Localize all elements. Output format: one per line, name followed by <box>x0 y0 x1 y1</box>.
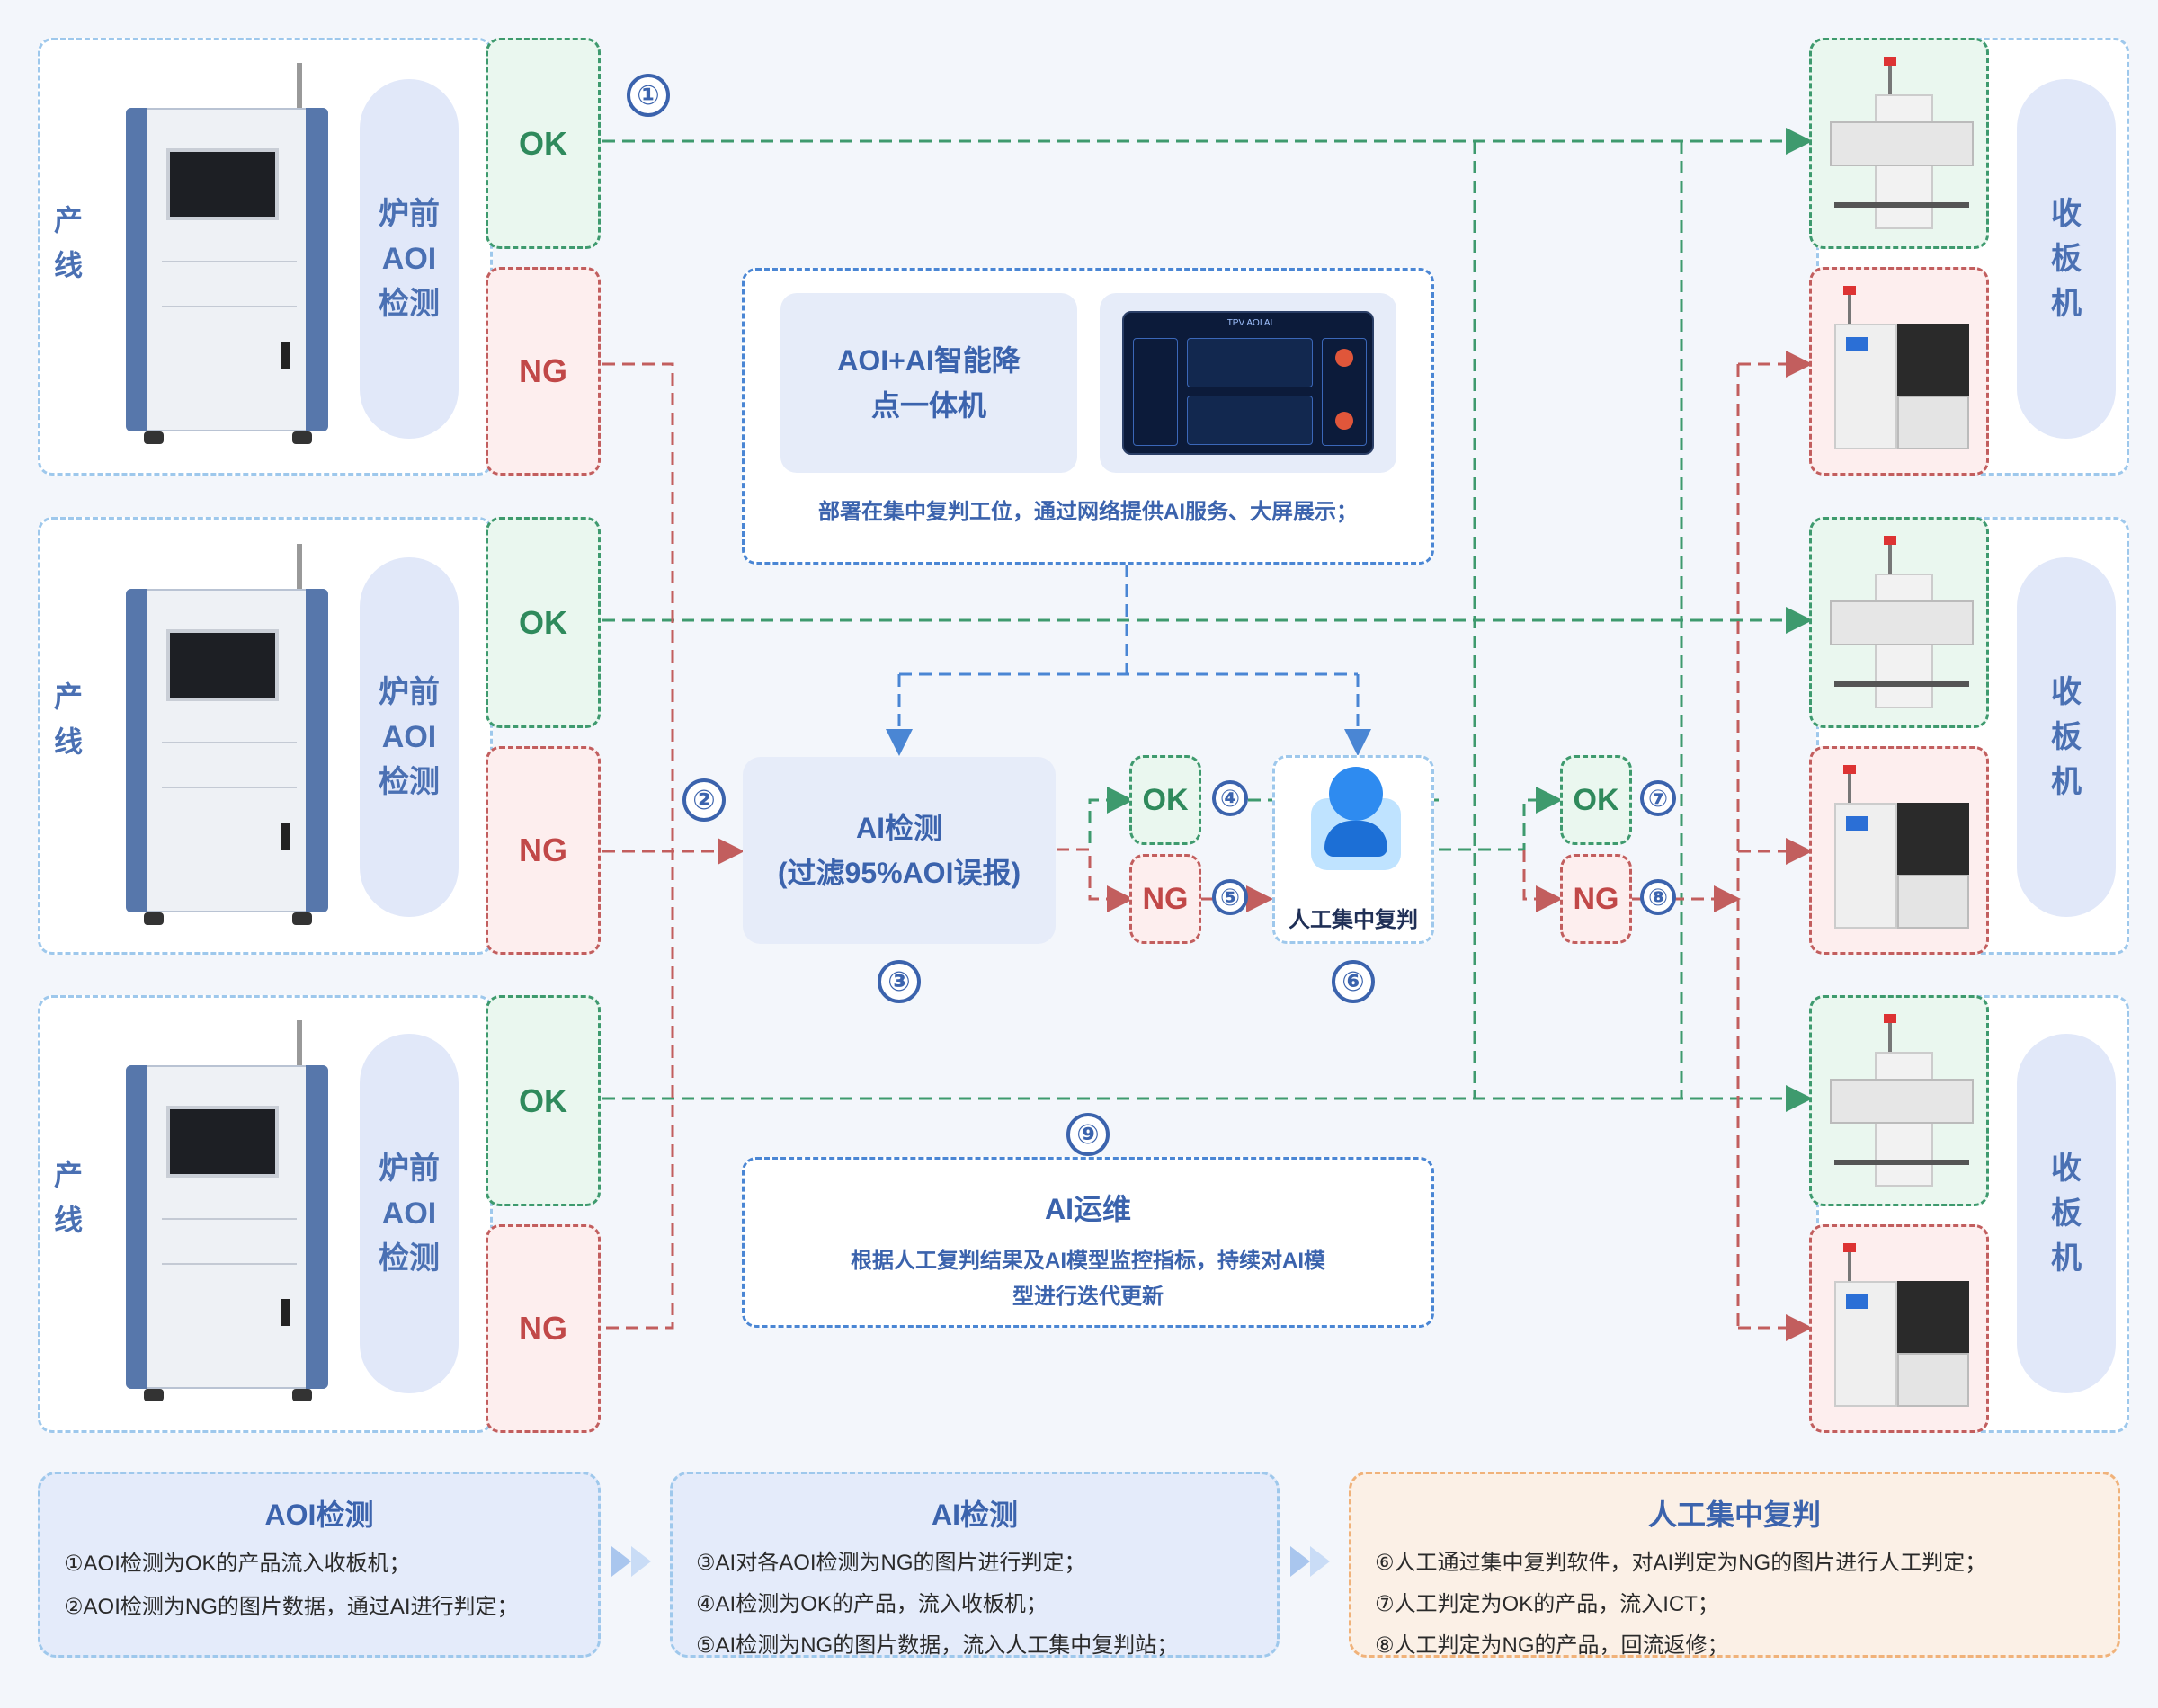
step-marker-6: ⑥ <box>1332 960 1375 1003</box>
legend-manual-review: 人工集中复判 ⑥人工通过集中复判软件，对AI判定为NG的图片进行人工判定； ⑦人… <box>1349 1472 2120 1658</box>
step-marker-3: ③ <box>878 960 921 1003</box>
collector-label: 收板机 <box>2017 79 2116 439</box>
step-marker-8: ⑧ <box>1640 879 1676 915</box>
ng-collector <box>1809 267 1989 476</box>
legend-item: ⑥人工通过集中复判软件，对AI判定为NG的图片进行人工判定； <box>1375 1551 1987 1575</box>
ok-collector <box>1809 995 1989 1206</box>
review-ng-output: NG <box>1560 854 1632 944</box>
aoi-ok-output: OK <box>486 517 601 728</box>
ai-ok-output: OK <box>1129 755 1201 845</box>
aoi-ng-output: NG <box>486 1224 601 1433</box>
ok-collector <box>1809 517 1989 728</box>
collector-label: 收板机 <box>2017 557 2116 917</box>
ai-appliance-box: AOI+AI智能降 点一体机 TPV AOI AI 部署在集中复判工位，通过网络… <box>742 268 1434 565</box>
review-ng-branch <box>1522 850 1563 912</box>
user-icon <box>1329 767 1383 821</box>
ng-collector <box>1809 746 1989 955</box>
ng-collector <box>1809 1224 1989 1433</box>
legend-item: ①AOI检测为OK的产品流入收板机； <box>64 1552 411 1576</box>
step-marker-2: ② <box>682 778 726 822</box>
aoi-ng-output: NG <box>486 267 601 476</box>
legend-arrow-icon <box>611 1539 665 1584</box>
manual-review-station: 人工集中复判 <box>1272 755 1434 944</box>
ai-ng-branch <box>1057 848 1134 912</box>
legend-arrow-icon <box>1290 1539 1344 1584</box>
aoi-machine-image <box>126 63 333 449</box>
ai-appliance-title: AOI+AI智能降 点一体机 <box>780 293 1077 473</box>
aoi-ok-output: OK <box>486 995 601 1206</box>
ng-trunk <box>602 362 674 1330</box>
aoi-ok-output: OK <box>486 38 601 249</box>
step-marker-1: ① <box>627 74 670 117</box>
line-label: 产线 <box>53 204 83 281</box>
legend-item: ④AI检测为OK的产品，流入收板机； <box>696 1592 1048 1616</box>
screen-title: TPV AOI AI <box>1226 318 1273 328</box>
ai-ok-branch <box>1057 787 1134 851</box>
step-marker-5: ⑤ <box>1212 879 1248 915</box>
legend-item: ②AOI检测为NG的图片数据，通过AI进行判定； <box>64 1595 519 1619</box>
ai-appliance-desc: 部署在集中复判工位，通过网络提供AI服务、大屏展示； <box>818 500 1358 524</box>
legend-item: ⑧人工判定为NG的产品，回流返修； <box>1375 1633 1729 1658</box>
ai-ops-desc: 型进行迭代更新 <box>1012 1285 1164 1309</box>
manual-review-label: 人工集中复判 <box>1289 908 1418 932</box>
step-marker-4: ④ <box>1212 780 1248 816</box>
legend-item: ⑦人工判定为OK的产品，流入ICT； <box>1375 1592 1719 1616</box>
aoi-station-label: 炉前AOI检测 <box>360 557 459 917</box>
review-ok-branch <box>1439 787 1563 851</box>
legend-item: ③AI对各AOI检测为NG的图片进行判定； <box>696 1551 1086 1575</box>
review-ok-output: OK <box>1560 755 1632 845</box>
aoi-ng-output: NG <box>486 746 601 955</box>
aoi-machine-image <box>126 544 333 930</box>
collector-label: 收板机 <box>2017 1034 2116 1393</box>
line-label: 产线 <box>53 681 83 758</box>
ok-collector <box>1809 38 1989 249</box>
legend-aoi: AOI检测 ①AOI检测为OK的产品流入收板机； ②AOI检测为NG的图片数据，… <box>38 1472 601 1658</box>
ai-ng-output: NG <box>1129 854 1201 944</box>
ai-ops-desc: 根据人工复判结果及AI模型监控指标，持续对AI模 <box>851 1249 1325 1273</box>
aoi-station-label: 炉前AOI检测 <box>360 79 459 439</box>
dashboard-screen: TPV AOI AI <box>1100 293 1396 473</box>
ai-ops-title: AI运维 <box>1044 1193 1131 1225</box>
legend-ai: AI检测 ③AI对各AOI检测为NG的图片进行判定； ④AI检测为OK的产品，流… <box>670 1472 1280 1658</box>
legend-item: ⑤AI检测为NG的图片数据，流入人工集中复判站； <box>696 1633 1179 1658</box>
ai-detect-box: AI检测 (过滤95%AOI误报) <box>743 757 1056 944</box>
step-marker-9: ⑨ <box>1066 1113 1110 1156</box>
step-marker-7: ⑦ <box>1640 780 1676 816</box>
ai-ops-box: AI运维 根据人工复判结果及AI模型监控指标，持续对AI模 型进行迭代更新 <box>742 1157 1434 1328</box>
aoi-station-label: 炉前AOI检测 <box>360 1034 459 1393</box>
aoi-machine-image <box>126 1020 333 1407</box>
line-label: 产线 <box>53 1159 83 1236</box>
